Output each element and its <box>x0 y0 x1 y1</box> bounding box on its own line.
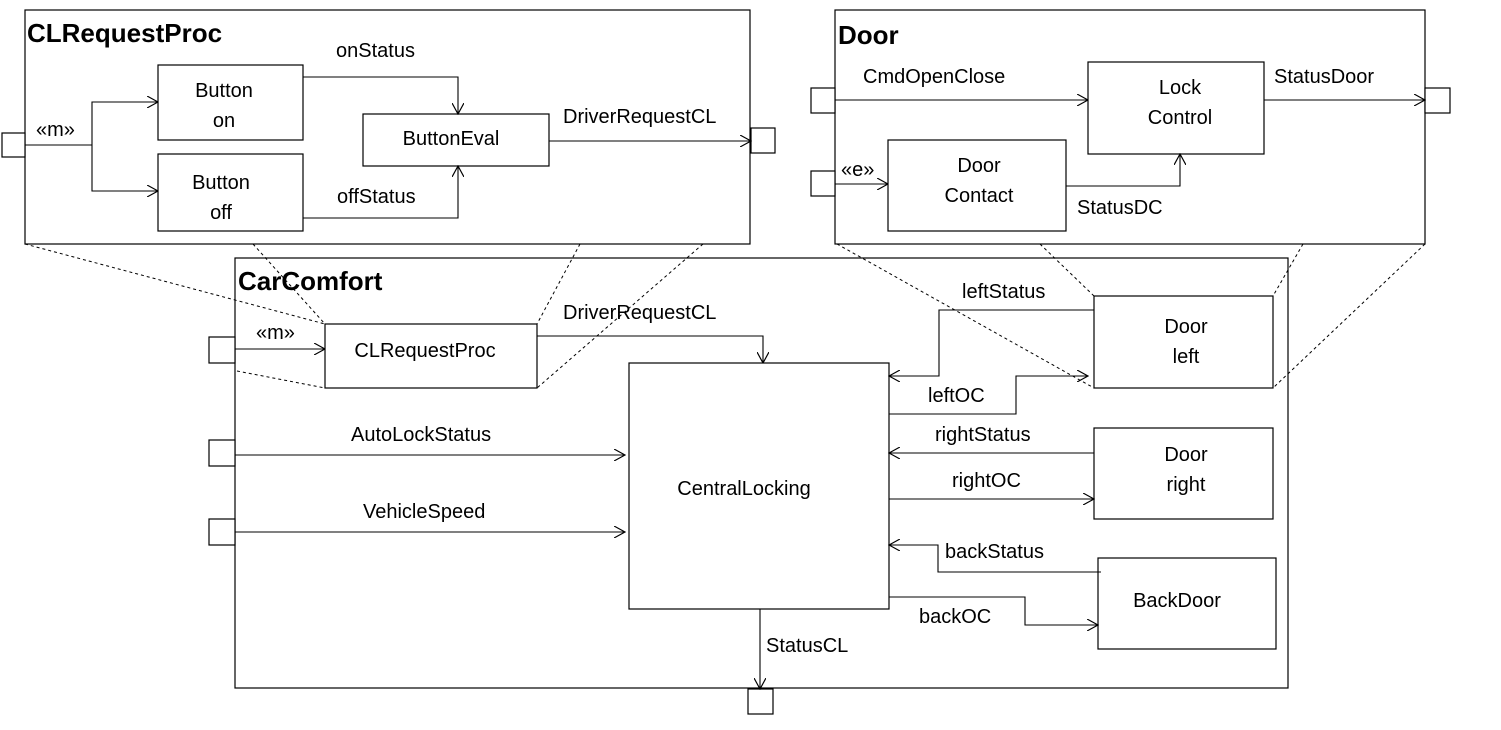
door-contact-block <box>887 139 1067 232</box>
off-status-label: offStatus <box>337 186 416 208</box>
driver-request-cl-label: DriverRequestCL <box>563 302 716 324</box>
zoom-line-door-left-2 <box>1039 243 1095 297</box>
lock-control-label-line2: Control <box>1148 107 1212 129</box>
vehicle-speed-label: VehicleSpeed <box>363 501 485 523</box>
door-contact-label-line2: Contact <box>945 185 1014 207</box>
carcomfort-input-port-1 <box>208 336 236 364</box>
carcomfort-input-port-2 <box>208 439 236 467</box>
on-status-wire <box>303 76 458 114</box>
door-left-label-line2: left <box>1173 346 1200 368</box>
button-off-block <box>157 153 304 232</box>
clrequestproc-output-port <box>750 127 776 154</box>
right-status-label: rightStatus <box>935 424 1031 446</box>
clrequestproc-frame <box>24 9 751 245</box>
door-left-label-line1: Door <box>1164 316 1208 338</box>
clrequestproc-stereotype: «m» <box>36 119 75 141</box>
status-door-label: StatusDoor <box>1274 66 1374 88</box>
button-off-label-line2: off <box>210 202 232 224</box>
door-right-label-line1: Door <box>1164 444 1208 466</box>
clrequestproc-title: CLRequestProc <box>27 18 222 48</box>
carcomfort-title: CarComfort <box>238 266 383 296</box>
clrequestproc-block-label: CLRequestProc <box>354 340 495 362</box>
lock-control-block <box>1087 61 1265 155</box>
carcomfort-input-port-3 <box>208 518 236 546</box>
status-dc-label: StatusDC <box>1077 197 1163 219</box>
driver-request-cl-wire <box>537 335 763 363</box>
back-oc-wire <box>889 596 1098 625</box>
zoom-line-door-left-1 <box>836 243 1095 389</box>
left-status-wire <box>889 309 1094 376</box>
wire-to-button-off <box>91 145 158 191</box>
carcomfort-module: CarComfort «m» CLRequestProc DriverReque… <box>208 257 1289 715</box>
central-locking-label: CentralLocking <box>677 478 810 500</box>
door-cmd-port <box>810 87 836 114</box>
left-status-label: leftStatus <box>962 281 1045 303</box>
button-eval-label: ButtonEval <box>403 128 500 150</box>
wire-to-button-on <box>91 102 158 145</box>
door-right-label-line2: right <box>1167 474 1206 496</box>
door-title: Door <box>838 20 899 50</box>
button-eval-block <box>362 113 550 167</box>
lock-control-label-line1: Lock <box>1159 77 1202 99</box>
auto-lock-status-label: AutoLockStatus <box>351 424 491 446</box>
carcomfort-output-port <box>747 688 774 715</box>
clrequestproc-block <box>324 323 538 389</box>
door-right-block <box>1093 427 1274 520</box>
zoom-line-clrequestproc-right-bottom <box>536 243 704 389</box>
back-status-wire <box>889 545 1101 573</box>
carcomfort-stereotype: «m» <box>256 322 295 344</box>
door-frame <box>834 9 1426 245</box>
door-module: Door CmdOpenClose Lock Control StatusDoo… <box>810 9 1451 245</box>
clrequestproc-module: CLRequestProc «m» Button on Button off B… <box>1 9 776 245</box>
off-status-wire <box>303 166 458 219</box>
door-contact-label-line1: Door <box>957 155 1001 177</box>
button-on-label-line1: Button <box>195 80 253 102</box>
zoom-line-door-right-2 <box>1272 243 1426 389</box>
door-left-block <box>1093 295 1274 389</box>
status-dc-wire <box>1066 154 1180 187</box>
button-on-block <box>157 64 304 141</box>
clrequestproc-input-port <box>1 132 26 158</box>
button-on-label-line2: on <box>213 110 235 132</box>
door-contact-port <box>810 170 836 197</box>
left-oc-label: leftOC <box>928 385 985 407</box>
driver-request-label: DriverRequestCL <box>563 106 716 128</box>
on-status-label: onStatus <box>336 40 415 62</box>
right-oc-label: rightOC <box>952 470 1021 492</box>
door-stereotype: «e» <box>841 159 874 181</box>
zoom-line-clrequestproc-outer <box>236 370 326 389</box>
left-oc-wire <box>889 376 1088 415</box>
central-locking-block <box>628 362 890 610</box>
zoom-connectors <box>24 243 1426 389</box>
back-oc-label: backOC <box>919 606 991 628</box>
back-status-label: backStatus <box>945 541 1044 563</box>
cmd-open-close-label: CmdOpenClose <box>863 66 1005 88</box>
back-door-label: BackDoor <box>1133 590 1221 612</box>
zoom-line-clrequestproc-left-top <box>24 243 326 325</box>
door-status-port <box>1424 87 1451 114</box>
status-cl-label: StatusCL <box>766 635 848 657</box>
button-off-label-line1: Button <box>192 172 250 194</box>
back-door-block <box>1097 557 1277 650</box>
